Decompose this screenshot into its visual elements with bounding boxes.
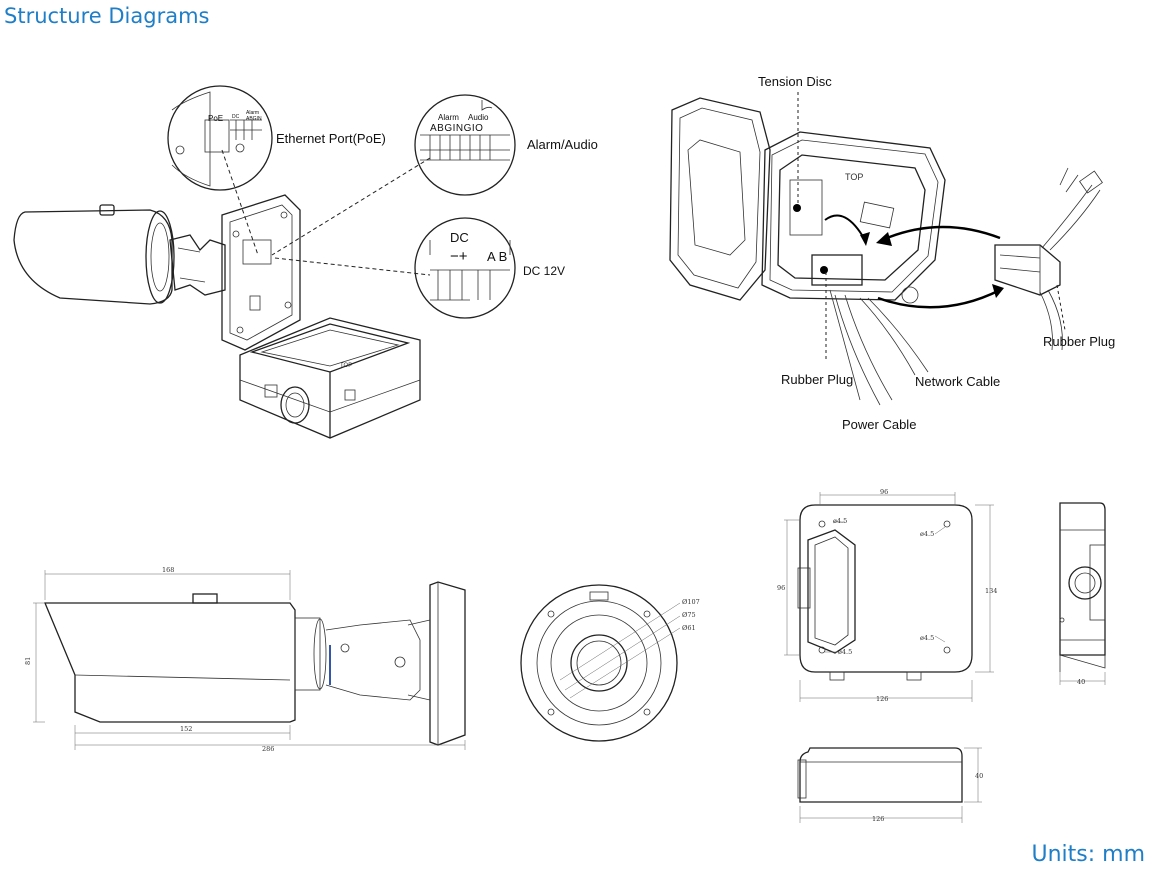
rubber-plug-bottom-label: Rubber Plug	[781, 372, 854, 387]
dim-box-lower-h: 40	[975, 772, 983, 780]
dim-box-left: 96	[777, 584, 785, 592]
dim-front-d3: Ø61	[682, 624, 696, 632]
inset-minus-plus-text: −+	[450, 248, 468, 265]
dim-front-d2: Ø75	[682, 611, 696, 619]
dim-hole-bl: ø4.5	[838, 648, 852, 656]
dim-hole-br: ø4.5	[920, 634, 934, 642]
tension-disc-label: Tension Disc	[758, 74, 832, 89]
open-box-top-text: TOP	[340, 363, 352, 369]
dim-side-height: 81	[24, 657, 32, 665]
dim-front-d1: Ø107	[682, 598, 700, 606]
dim-hole-tr: ø4.5	[920, 530, 934, 538]
inset-audio-text: Audio	[468, 113, 489, 122]
dim-side-top: 168	[162, 566, 174, 574]
dim-box-right: 134	[985, 587, 997, 595]
junction-box-wiring-drawing: TOP	[669, 92, 1103, 406]
camera-assembly-drawing: TOP PoE DC Alarm ABGIN Alarm Audio ABGIN…	[13, 85, 516, 439]
rubber-plug-right-label: Rubber Plug	[1043, 334, 1116, 349]
side-view-drawing: 168 81 152 286	[24, 566, 466, 753]
dim-box-top: 96	[880, 488, 888, 496]
front-view-drawing: Ø107 Ø75 Ø61	[520, 584, 700, 742]
box-top-view-drawing: 96 96 134 126 ø4.5 ø4.5 ø4.5 ø4.5	[777, 488, 997, 703]
dim-hole-tl: ø4.5	[833, 517, 847, 525]
power-cable-label: Power Cable	[842, 417, 917, 432]
dim-box-bottom: 126	[876, 695, 888, 703]
inset-ab-text: A B	[487, 249, 507, 264]
inset-abgingio-text: ABGINGIO	[430, 123, 483, 134]
dim-side-bottom1: 152	[180, 725, 192, 733]
inset-alarm-text: Alarm	[438, 113, 459, 122]
dc-12v-label: DC 12V	[523, 264, 566, 278]
inset-alarm-small-text: Alarm	[246, 110, 259, 116]
network-cable-label: Network Cable	[915, 374, 1001, 389]
junction-top-text: TOP	[845, 172, 863, 182]
ethernet-port-label: Ethernet Port(PoE)	[276, 131, 386, 146]
page-title: Structure Diagrams	[4, 4, 210, 28]
dim-box-lower-w: 126	[872, 815, 884, 823]
inset-abgin-small-text: ABGIN	[246, 116, 262, 122]
dim-box-side-w: 40	[1077, 678, 1085, 686]
alarm-audio-label: Alarm/Audio	[527, 137, 598, 152]
inset-dc-small-text: DC	[232, 114, 240, 120]
dim-side-bottom2: 286	[262, 745, 274, 753]
inset-poe-text: PoE	[208, 114, 223, 123]
box-elevation-drawing: 40 126	[797, 747, 983, 823]
box-side-view-drawing: 40	[1059, 502, 1106, 686]
inset-dc-text: DC	[450, 230, 469, 245]
units-label: Units: mm	[1031, 842, 1145, 867]
